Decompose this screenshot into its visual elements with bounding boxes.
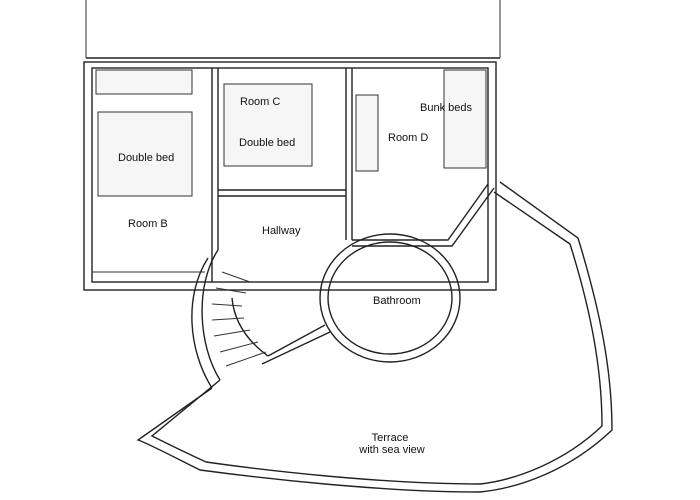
hallway-label: Hallway — [262, 225, 301, 237]
terrace-sea-view-label: with sea view — [359, 444, 425, 456]
bunk-beds-label: Bunk beds — [420, 102, 472, 114]
double-bed-b-shape — [97, 111, 193, 197]
bathroom-label: Bathroom — [373, 295, 421, 307]
double-bed-c-shape — [223, 83, 313, 167]
outer-walls — [83, 61, 497, 291]
hallway-stairs — [191, 249, 331, 389]
double-bed-c-label: Double bed — [239, 137, 296, 149]
room-d-walls — [352, 69, 495, 247]
bunk-beds-shape — [443, 69, 487, 169]
room-b-label: Room B — [128, 218, 168, 230]
closet-d — [355, 94, 379, 172]
top-exterior — [85, 0, 501, 59]
terrace-walls — [136, 181, 613, 493]
room-d-label: Room D — [388, 132, 429, 144]
double-bed-b-label: Double bed — [118, 152, 175, 164]
terrace-label: Terrace — [371, 432, 409, 444]
room-c-label: Room C — [240, 96, 281, 108]
room-b-shelf — [95, 69, 193, 95]
bathroom-walls — [319, 233, 461, 363]
room-c-walls — [218, 68, 353, 240]
room-b-walls — [92, 68, 219, 282]
